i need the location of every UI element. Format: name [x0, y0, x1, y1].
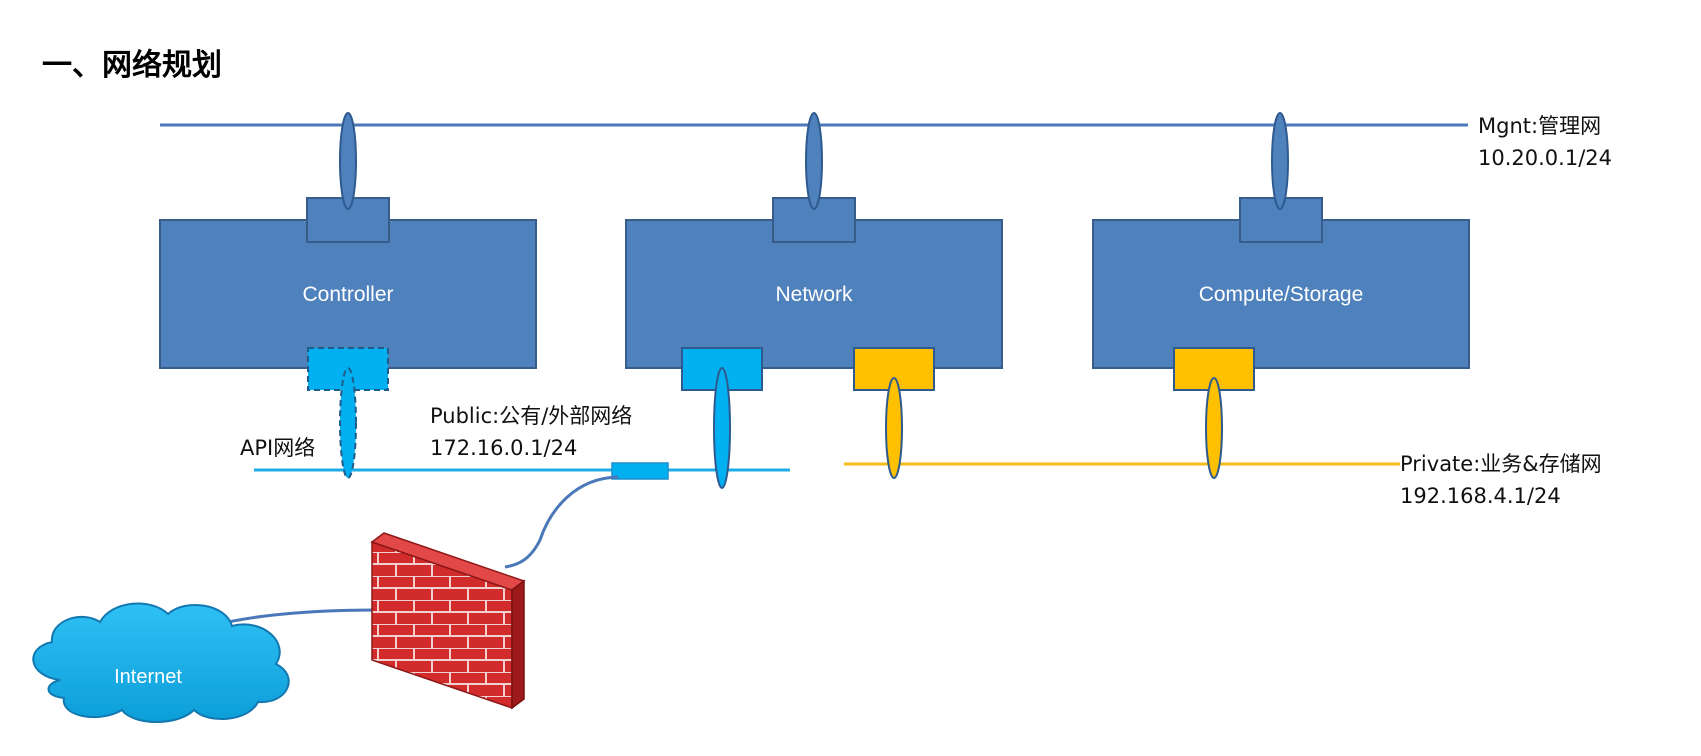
- controller-mgmt-connector: [339, 112, 357, 210]
- public-network-name: Public:公有/外部网络: [430, 404, 633, 428]
- public-network-subnet: 172.16.0.1/24: [430, 436, 578, 460]
- network-public-connector: [713, 367, 731, 489]
- compute-private-connector: [1205, 377, 1223, 479]
- network-private-connector: [885, 377, 903, 479]
- gateway-firewall-cable: [504, 475, 619, 569]
- network-label: Network: [775, 283, 853, 306]
- network-node: [625, 219, 1003, 369]
- network-mgmt-connector: [805, 112, 823, 210]
- compute-storage-label: Compute/Storage: [1199, 283, 1364, 306]
- mgmt-network-subnet: 10.20.0.1/24: [1478, 146, 1612, 170]
- controller-label: Controller: [302, 283, 393, 306]
- compute-storage-node: [1092, 219, 1470, 369]
- controller-api-connector: [339, 367, 357, 479]
- private-network-name: Private:业务&存储网: [1400, 452, 1602, 476]
- public-gateway-port: [611, 462, 669, 480]
- firewall-icon: [370, 532, 526, 710]
- internet-label: Internet: [114, 666, 182, 688]
- compute-mgmt-connector: [1271, 112, 1289, 210]
- page-title: 一、网络规划: [42, 48, 222, 83]
- mgmt-network-name: Mgnt:管理网: [1478, 114, 1602, 138]
- internet-cloud-icon: [32, 602, 290, 723]
- private-network-subnet: 192.168.4.1/24: [1400, 484, 1561, 508]
- api-network-name: API网络: [240, 436, 316, 460]
